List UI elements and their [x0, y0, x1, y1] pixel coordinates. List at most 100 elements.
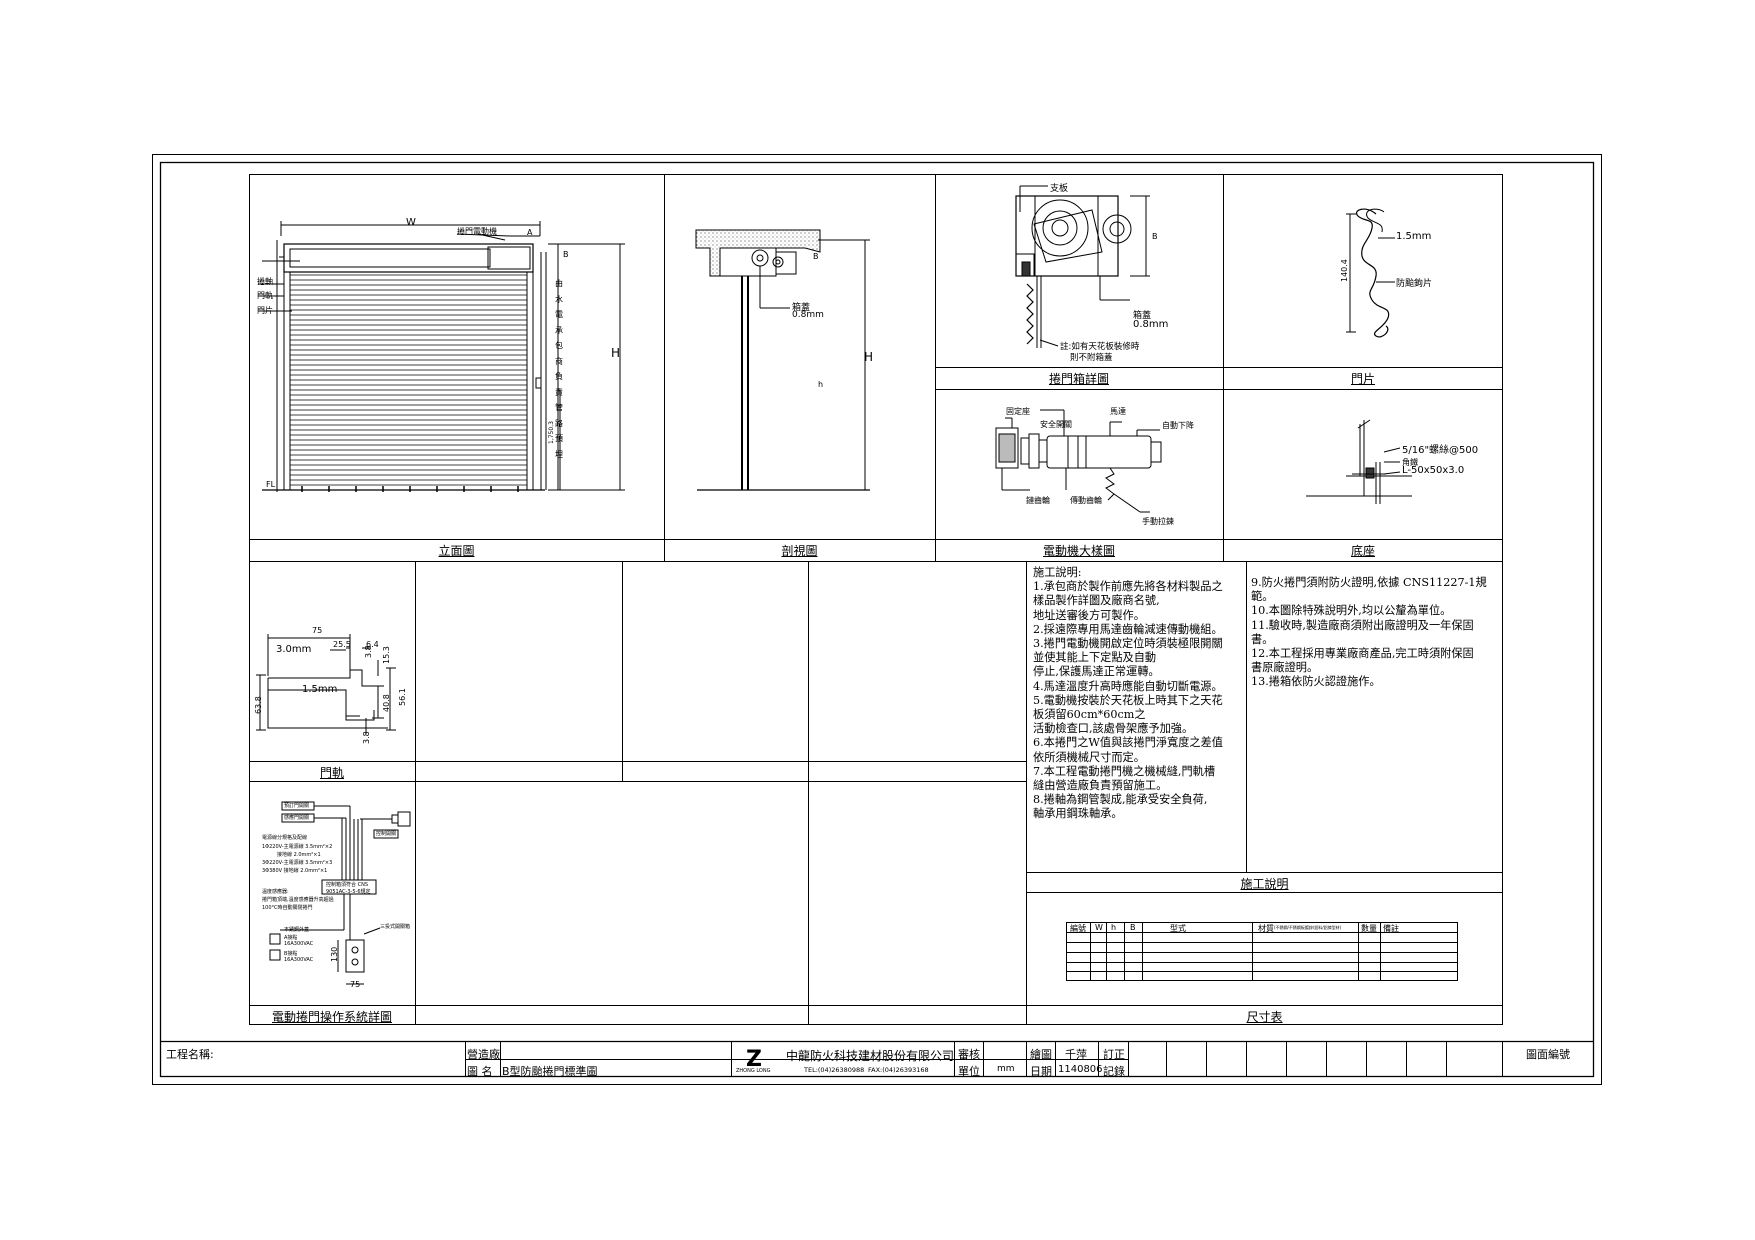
logo-letter: Z	[746, 1047, 762, 1072]
panel-title-motor: 電動機大樣圖	[1042, 544, 1115, 558]
tb-unit-value: mm	[997, 1064, 1015, 1074]
rail-dim-638: 63.8	[254, 696, 263, 714]
dimension-table-material-note: (不銹鋼/不銹鋼板鍍鋅/鋁料/鋁擠型材)	[1274, 925, 1342, 930]
control-box-2: 感應門開關	[284, 815, 310, 821]
company-logo: Z	[746, 1047, 762, 1072]
note-line: 3.捲門電動機開啟定位時須裝極限開關	[1033, 637, 1223, 651]
note-line: 樣品製作詳圖及廠商名號,	[1033, 594, 1160, 608]
control-s2: A接點 16A300VAC	[284, 935, 314, 947]
rail-dim-25: 25.5	[333, 640, 351, 649]
base-bolt: 5/16"螺絲@500	[1402, 445, 1479, 456]
panel-title-section: 剖視圖	[781, 544, 818, 558]
dimension-table-header: 備註	[1383, 924, 1399, 933]
section-h-lower: h	[818, 380, 824, 389]
base-view	[1306, 419, 1412, 504]
box-cover-label: 箱蓋	[1133, 311, 1152, 321]
rail-thickness-3: 3.0mm	[276, 644, 312, 655]
box-b-label: B	[1152, 232, 1158, 241]
box-thickness-label: 0.8mm	[1133, 319, 1169, 330]
base-angle-size: L-50x50x3.0	[1402, 465, 1465, 476]
dimension-table-header: 編號	[1070, 924, 1086, 933]
elev-fl-label: FL	[266, 480, 276, 489]
control-box-1: 預訂門開關	[284, 803, 310, 809]
drawing-area-border	[249, 174, 1503, 1025]
motor-hand-chain: 手動拉鍊	[1142, 517, 1174, 526]
tb-logo-sub: ZHONG LONG	[736, 1068, 771, 1074]
dimension-table-header: 型式	[1170, 924, 1186, 933]
note-line: 依所須機械尺寸而定。	[1033, 750, 1145, 764]
control-s3: B接點 16A300VAC	[284, 951, 314, 963]
rail-view	[256, 634, 396, 734]
tb-contractor-label: 營造廠	[467, 1048, 500, 1061]
tb-date-label: 日期	[1030, 1065, 1052, 1078]
note-line: 1.承包商於製作前應先將各材料製品之	[1033, 580, 1223, 594]
tb-review-label: 審核	[958, 1048, 980, 1061]
rail-dim-408: 40.8	[382, 694, 391, 712]
dimension-table-header: 數量	[1361, 924, 1377, 933]
motor-fixed-seat: 固定座	[1006, 407, 1030, 416]
door-piece-height: 140.4	[1340, 259, 1349, 282]
box-note-1: 註:如有天花板裝修時	[1060, 342, 1140, 352]
motor-drive-wheel: 傳動齒輪	[1070, 496, 1102, 505]
tb-project-label: 工程名稱:	[166, 1048, 214, 1061]
control-spec-3: 3Φ220V-主電源線 3.5mm²×3	[262, 860, 333, 866]
rail-dim-153: 15.3	[382, 646, 391, 664]
dimension-table-grid	[1066, 922, 1458, 981]
rail-dim-64: 6.4	[366, 640, 379, 649]
elev-h-label: H	[611, 346, 621, 360]
motor-motor-label: 馬達	[1110, 407, 1126, 416]
tb-date-value: 1140806	[1058, 1064, 1103, 1075]
control-note-title: 溫度感應器:	[262, 889, 289, 895]
control-view	[269, 801, 411, 985]
note-line: 7.本工程電動捲門機之機械縫,門軌槽	[1033, 764, 1216, 778]
section-box-cover: 箱蓋	[792, 303, 811, 313]
note-line: 2.採遠際專用馬達齒輪減速傳動機組。	[1033, 622, 1223, 636]
note-line: 停止,保護馬達正常運轉。	[1033, 665, 1160, 679]
note-line: 施工說明:	[1033, 566, 1082, 579]
tb-company: 中龍防火科技建材股份有限公司	[786, 1049, 955, 1063]
elev-piece-label: 門片	[257, 306, 273, 315]
tb-tel: TEL:(04)26380988	[804, 1066, 865, 1074]
note-line: 範。	[1251, 590, 1274, 604]
control-s1: 不銹鋼外蓋	[284, 927, 310, 933]
control-note-1: 捲門箱頂端,溫度感應器升高超過	[262, 897, 334, 903]
dimension-table-header: 材質	[1258, 924, 1274, 933]
elev-a-label: A	[527, 228, 533, 237]
control-dim-130: 130	[330, 946, 339, 962]
section-view	[695, 229, 870, 491]
note-line: 11.驗收時,製造廠商須附出廠證明及一年保固	[1251, 618, 1474, 632]
panel-title-door-piece: 門片	[1350, 372, 1375, 386]
note-line: 10.本圖除特殊說明外,均以公釐為單位。	[1251, 604, 1452, 618]
section-h-upper: H	[864, 350, 874, 364]
tb-drawn-value: 千萍	[1065, 1048, 1087, 1061]
door-piece-view	[1346, 208, 1395, 338]
elev-rail-label: 門軌	[257, 291, 273, 300]
note-line: 4.馬達溫度升高時應能自動切斷電源。	[1033, 679, 1223, 693]
notes-column-2: 9.防火捲門須附防火證明,依據 CNS11227-1規範。10.本圖除特殊說明外…	[1251, 576, 1487, 690]
box-bracket-label: 支板	[1050, 184, 1069, 194]
control-spec-1: 1Φ220V-主電源線 3.5mm²×2	[262, 844, 333, 850]
control-spec-4: 3Φ380V 接地線 2.0mm²×1	[262, 868, 328, 874]
note-line: 書原廠證明。	[1251, 661, 1319, 675]
note-line: 8.捲軸為鋼管製成,能承受安全負荷,	[1033, 793, 1208, 807]
inner-frame	[159, 161, 1595, 1078]
outer-frame	[152, 154, 1602, 1085]
dimension-table-header: B	[1130, 923, 1136, 932]
control-ctrl-box-1: 控制箱須符合 CNS	[326, 882, 368, 888]
note-line: 6.本捲門之W值與該捲門淨寬度之差值	[1033, 736, 1223, 750]
elev-shaft-label: 捲軸	[257, 277, 273, 286]
rail-dim-561: 56.1	[398, 688, 407, 706]
panel-title-notes: 施工說明	[1240, 877, 1289, 891]
rail-dim-38a: 3.8	[364, 645, 373, 658]
panel-title-rail: 門軌	[319, 766, 344, 780]
control-dim-75: 75	[350, 980, 361, 989]
tb-drawing-label: 圖 名	[467, 1065, 493, 1078]
note-line: 活動檢查口,該處骨架應予加強。	[1033, 722, 1194, 736]
note-line: 12.本工程採用專業廠商產品,完工時須附保固	[1251, 647, 1474, 661]
dimension-table-header: W	[1095, 923, 1103, 932]
note-line: 地址送審後方可製作。	[1033, 608, 1145, 622]
note-line: 並使其能上下定點及自動	[1033, 651, 1157, 665]
elev-w-label: W	[406, 217, 416, 228]
base-angle: 角鐵	[1402, 458, 1418, 467]
